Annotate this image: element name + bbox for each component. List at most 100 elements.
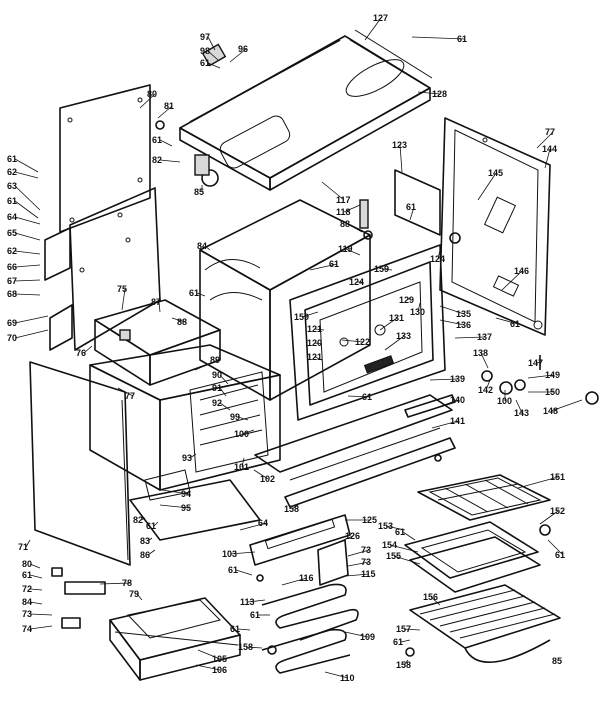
callout-label: 122	[355, 337, 370, 347]
callout-label: 88	[177, 317, 187, 327]
callout-leader	[402, 531, 416, 541]
callout-leader	[539, 510, 559, 525]
callout-label: 144	[542, 144, 557, 154]
callout-leader	[314, 342, 323, 345]
callout-leader	[14, 232, 41, 241]
callout-label: 61	[510, 319, 520, 329]
callout-label: 135	[456, 309, 471, 319]
callout-leader	[99, 582, 131, 585]
callout-label: 109	[360, 632, 375, 642]
callout-label: 100	[234, 429, 249, 439]
callout-label: 73	[22, 609, 32, 619]
callout-leader	[403, 628, 421, 631]
callout-leader	[194, 359, 219, 371]
callout-label: 116	[299, 573, 314, 583]
callout-label: 103	[222, 549, 237, 559]
callout-leader	[417, 302, 421, 313]
callout-label: 81	[164, 101, 174, 111]
callout-label: 140	[450, 395, 465, 405]
callout-label: 155	[386, 551, 401, 561]
callout-label: 123	[392, 140, 407, 150]
callout-label: 61	[7, 196, 17, 206]
callout-leader	[547, 539, 564, 556]
callout-label: 82	[152, 155, 162, 165]
callout-label: 94	[181, 489, 191, 499]
callout-label: 121	[307, 324, 322, 334]
callout-leader	[331, 535, 354, 546]
callout-leader	[159, 504, 190, 509]
callout-leader	[140, 517, 146, 521]
callout-leader	[385, 525, 406, 531]
callout-label: 153	[378, 521, 393, 531]
callout-leader	[527, 374, 554, 379]
cooktop-panel	[179, 29, 433, 191]
callout-leader	[219, 387, 227, 397]
callout-leader	[454, 336, 486, 339]
callout-label: 83	[140, 536, 150, 546]
callout-leader	[14, 264, 41, 268]
callout-leader	[159, 139, 173, 147]
callout-label: 115	[361, 569, 376, 579]
callout-leader	[411, 36, 466, 40]
callout-label: 68	[7, 289, 17, 299]
callout-label: 61	[152, 135, 162, 145]
callout-leader	[550, 399, 583, 412]
callout-label: 63	[7, 181, 17, 191]
callout-leader	[431, 420, 459, 429]
callout-label: 61	[555, 550, 565, 560]
callout-leader	[381, 268, 393, 271]
callout-label: 89	[210, 355, 220, 365]
callout-leader	[189, 453, 197, 459]
callout-leader	[157, 105, 173, 119]
callout-label: 118	[336, 207, 351, 217]
callout-leader	[301, 311, 319, 318]
callout-label: 154	[382, 540, 397, 550]
callout-leader	[314, 328, 325, 331]
callout-leader	[237, 628, 251, 631]
callout-label: 70	[7, 333, 17, 343]
callout-leader	[439, 305, 465, 315]
callout-label: 151	[550, 472, 565, 482]
callout-leader	[121, 288, 126, 311]
callout-leader	[343, 204, 361, 213]
callout-leader	[171, 317, 186, 323]
callout-leader	[14, 185, 41, 211]
callout-label: 87	[151, 297, 161, 307]
callout-leader	[501, 270, 523, 291]
callout-label: 117	[336, 195, 351, 205]
callout-leader	[29, 574, 43, 579]
callout-leader	[29, 625, 53, 630]
callout-leader	[139, 93, 156, 109]
callout-label: 145	[488, 168, 503, 178]
callout-leader	[429, 378, 459, 381]
callout-leader	[14, 279, 41, 282]
broiler-assembly	[94, 299, 221, 386]
callout-leader	[229, 551, 256, 555]
callout-leader	[14, 158, 39, 173]
callout-leader	[347, 549, 370, 557]
callout-leader	[399, 144, 403, 173]
callout-label: 101	[234, 462, 249, 472]
callout-leader	[239, 522, 267, 531]
callout-label: 102	[260, 474, 275, 484]
callout-label: 67	[7, 276, 17, 286]
callout-label: 61	[230, 624, 240, 634]
callout-label: 137	[477, 332, 492, 342]
callout-leader	[347, 395, 371, 398]
bake-element	[261, 583, 359, 674]
callout-label: 92	[212, 398, 222, 408]
callout-leader	[341, 339, 364, 343]
callout-label: 61	[395, 527, 405, 537]
callout-label: 65	[7, 228, 17, 238]
callout-label: 62	[7, 167, 17, 177]
small-parts	[51, 43, 599, 657]
callout-label: 61	[22, 570, 32, 580]
callout-label: 74	[22, 624, 32, 634]
callout-leader	[83, 345, 93, 354]
callout-label: 128	[432, 89, 447, 99]
callout-leader	[14, 329, 49, 339]
callout-leader	[344, 631, 369, 638]
callout-label: 84	[22, 597, 32, 607]
callout-label: 113	[240, 597, 255, 607]
